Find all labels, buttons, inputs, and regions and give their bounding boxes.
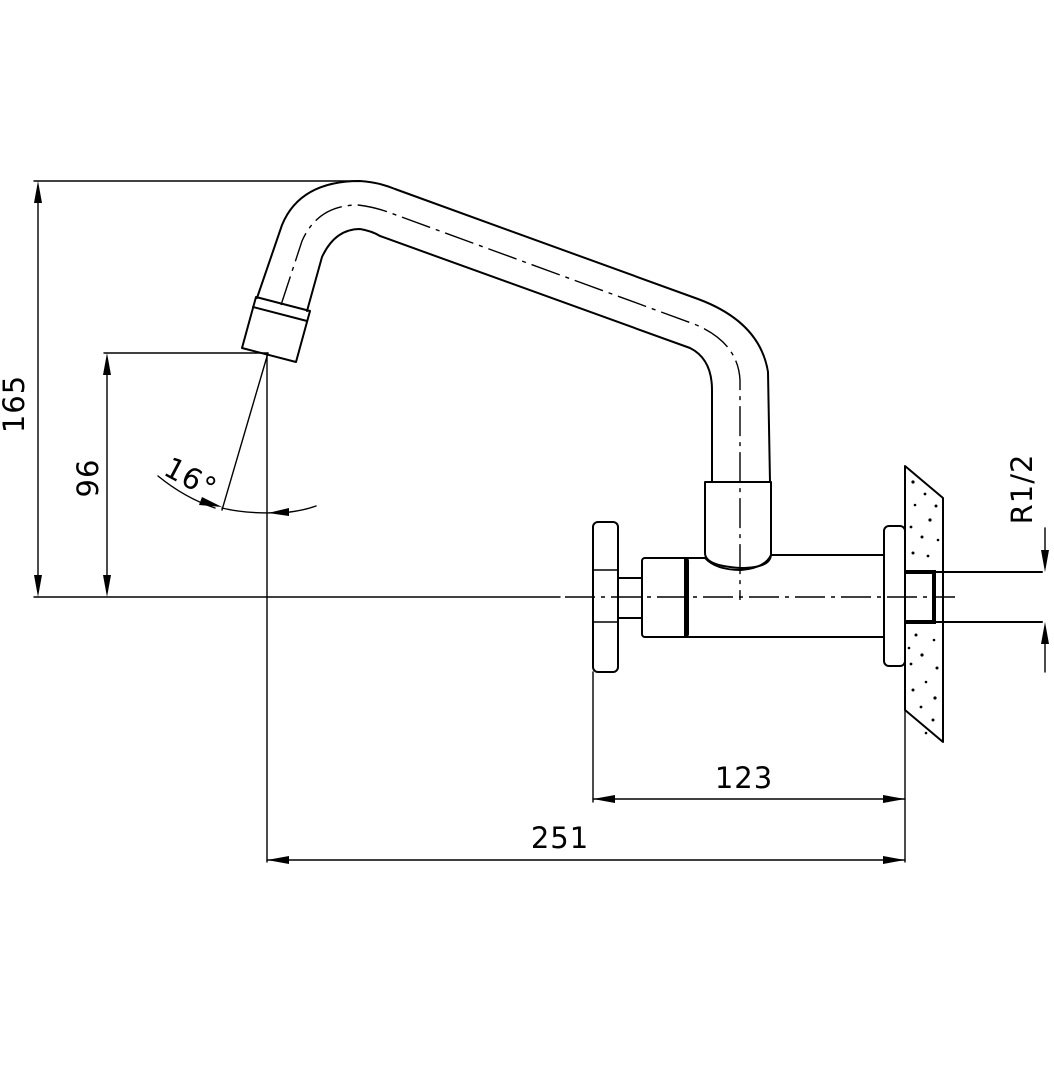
dimension-96: 96 — [71, 352, 269, 597]
swivel-collar — [704, 481, 772, 569]
aerator-nozzle — [241, 296, 311, 363]
wall-flange — [883, 525, 906, 667]
dimension-thread: R1/2 — [1005, 454, 1049, 673]
dim-label-251: 251 — [531, 821, 589, 855]
dim-label-96: 96 — [71, 459, 105, 498]
spout-inner-edge — [306, 228, 713, 483]
wall-hatch-specks — [907, 480, 940, 735]
dimension-165: 165 — [0, 180, 361, 597]
dimension-123: 123 — [592, 671, 906, 863]
spout-pipe — [256, 180, 771, 600]
dim-label-123: 123 — [715, 761, 773, 795]
dim-label-r12: R1/2 — [1005, 454, 1039, 525]
spout-centerline — [280, 204, 741, 600]
dimension-angle-16: 16° — [157, 352, 317, 863]
dimension-251: 251 — [266, 821, 906, 864]
spout-outer-edge — [256, 180, 771, 483]
dim-label-165: 165 — [0, 375, 31, 433]
